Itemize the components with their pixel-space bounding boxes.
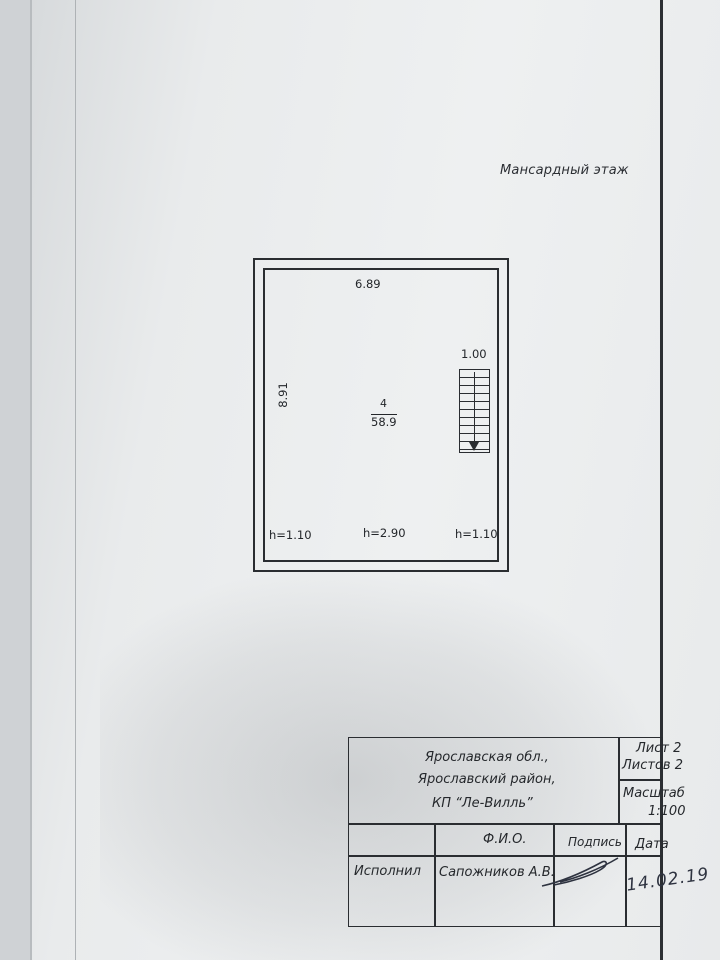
title-block-divider <box>618 779 663 781</box>
sheet-count: Листов 2 <box>622 758 683 773</box>
executor-name: Сапожников А.В. <box>439 865 555 880</box>
ceiling-height-middle: h=2.90 <box>363 526 406 540</box>
title-block-divider <box>348 855 663 857</box>
role-label: Исполнил <box>354 864 421 879</box>
ceiling-height-left: h=1.10 <box>269 528 312 542</box>
stair-direction-arrow <box>474 372 475 446</box>
fio-header: Ф.И.О. <box>483 832 527 847</box>
binding-line <box>75 0 76 960</box>
floor-plan-inner-wall <box>263 268 499 562</box>
sheet-number: Лист 2 <box>636 741 682 756</box>
title-block-divider <box>434 855 436 927</box>
hand-shadow <box>100 560 660 960</box>
room-number: 4 <box>380 397 387 410</box>
title-block-divider <box>625 823 627 927</box>
address-line-1: Ярославская обл., <box>425 750 549 765</box>
scale-value: 1:100 <box>648 804 686 819</box>
title-block-divider <box>434 823 436 855</box>
room-area: 58.9 <box>371 414 397 429</box>
title-block-divider <box>348 823 663 825</box>
address-line-2: Ярославский район, <box>418 772 556 787</box>
ceiling-height-right: h=1.10 <box>455 527 498 541</box>
stair-arrowhead-icon <box>469 442 479 451</box>
floor-title: Мансардный этаж <box>500 163 629 178</box>
room-width-dimension: 6.89 <box>355 277 381 291</box>
page-edge <box>30 0 32 960</box>
date-header: Дата <box>635 837 669 852</box>
title-block-divider <box>553 823 555 927</box>
document-page <box>30 0 720 960</box>
signature-header: Подпись <box>568 835 622 849</box>
drawing-frame-right <box>660 0 663 960</box>
handwritten-signature-icon <box>541 857 619 887</box>
stair-width-dimension: 1.00 <box>461 347 487 361</box>
floor-plan-outer-wall <box>253 258 509 572</box>
title-block <box>348 737 663 927</box>
address-line-3: КП “Ле-Вилль” <box>432 796 533 811</box>
room-length-dimension: 8.91 <box>275 382 290 408</box>
scale-label: Масштаб <box>623 786 685 801</box>
